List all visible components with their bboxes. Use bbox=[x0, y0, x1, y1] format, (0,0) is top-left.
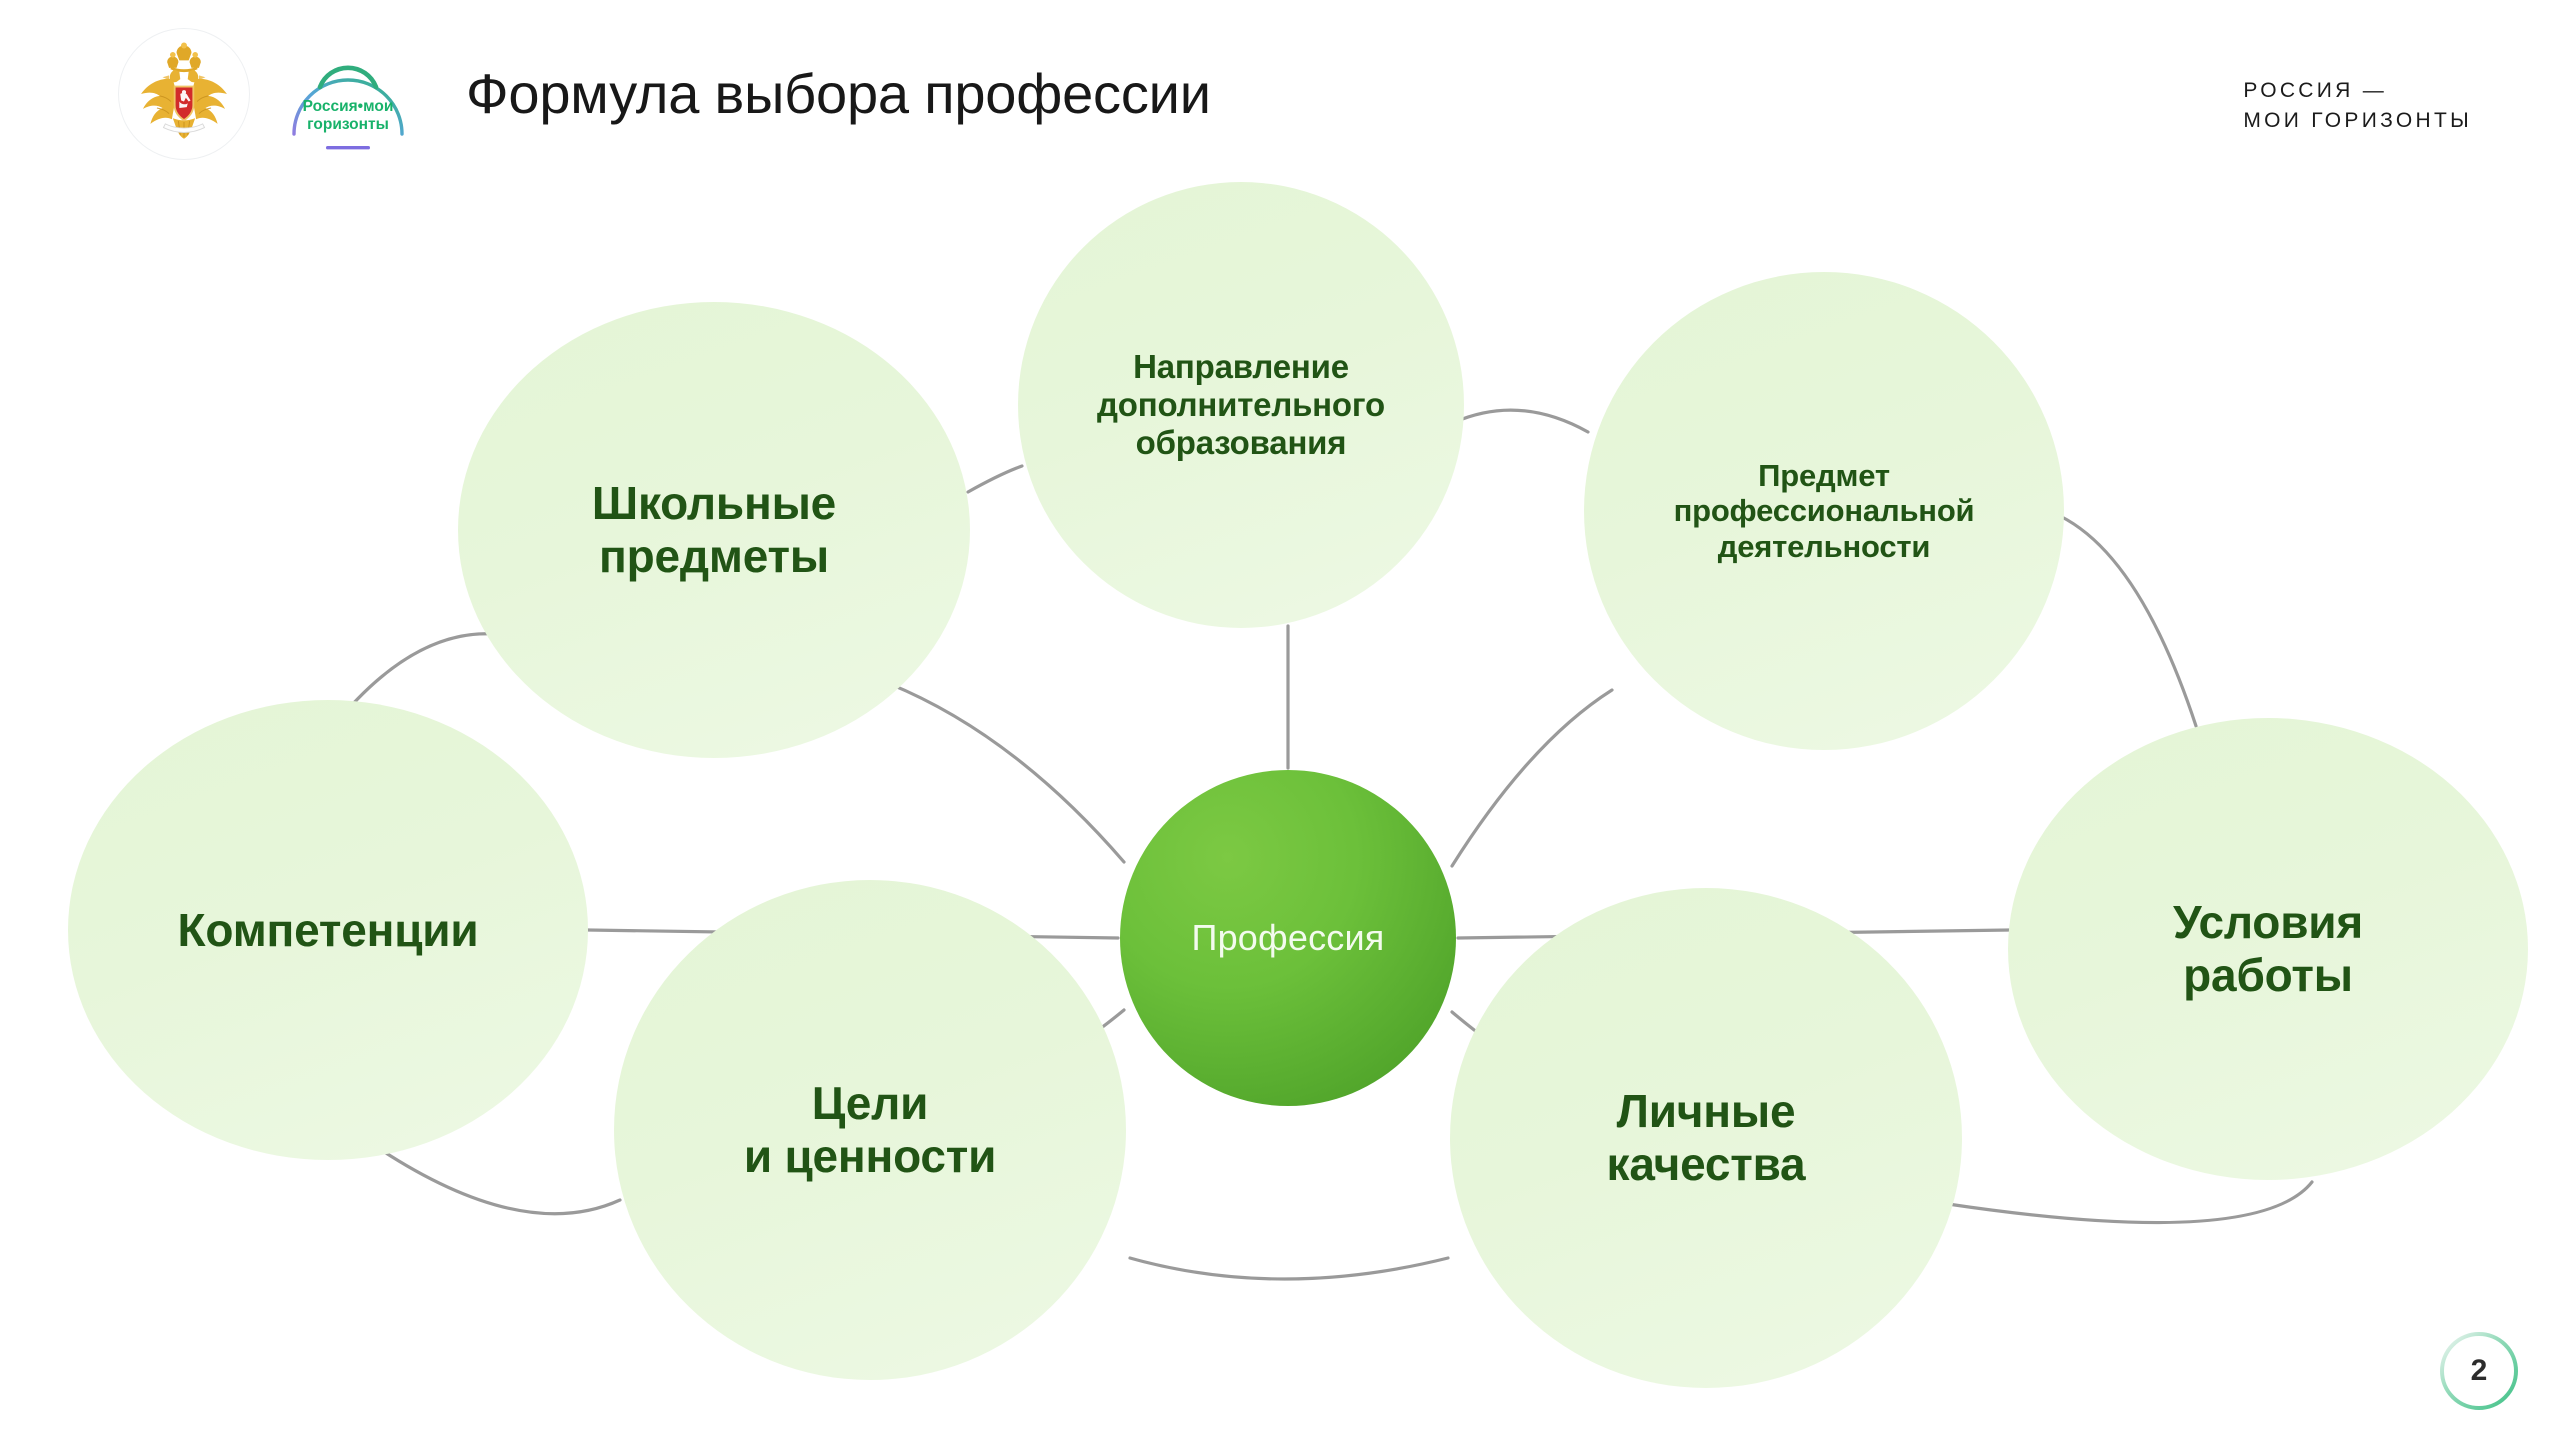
node-label: Компетенции bbox=[177, 903, 479, 956]
svg-text:горизонты: горизонты bbox=[307, 116, 389, 133]
brand-line-2: МОИ ГОРИЗОНТЫ bbox=[2243, 109, 2472, 133]
russian-coat-of-arms-icon bbox=[118, 28, 250, 160]
node-label: Направление дополнительного образования bbox=[1097, 348, 1385, 461]
node-label: Личные качества bbox=[1606, 1085, 1806, 1190]
node-work-conditions[interactable]: Условия работы bbox=[2008, 718, 2528, 1180]
node-label: Школьные предметы bbox=[591, 477, 837, 582]
russia-my-horizons-logo: Россия•мои горизонты bbox=[280, 30, 416, 158]
node-label: Условия работы bbox=[2172, 896, 2363, 1001]
page-number: 2 bbox=[2470, 1354, 2488, 1387]
page-badge-ring bbox=[2440, 1332, 2518, 1410]
node-label: Профессия bbox=[1191, 917, 1385, 959]
node-school-subjects[interactable]: Школьные предметы bbox=[458, 302, 970, 758]
slide-header: Россия•мои горизонты Формула выбора проф… bbox=[0, 0, 2560, 180]
node-professional-activity-subject[interactable]: Предмет профессиональной деятельности bbox=[1584, 272, 2064, 750]
brand-line-1: РОССИЯ — bbox=[2243, 79, 2388, 102]
node-label: Цели и ценности bbox=[743, 1077, 997, 1182]
node-extra-education-direction[interactable]: Направление дополнительного образования bbox=[1018, 182, 1464, 628]
node-personal-qualities[interactable]: Личные качества bbox=[1450, 888, 1962, 1388]
node-competencies[interactable]: Компетенции bbox=[68, 700, 588, 1160]
page-number-badge: 2 bbox=[2438, 1330, 2520, 1412]
node-profession-center[interactable]: Профессия bbox=[1120, 770, 1456, 1106]
node-label: Предмет профессиональной деятельности bbox=[1673, 457, 1975, 564]
node-goals-and-values[interactable]: Цели и ценности bbox=[614, 880, 1126, 1380]
brand-wordmark: РОССИЯ — МОИ ГОРИЗОНТЫ bbox=[2243, 76, 2472, 137]
svg-text:Россия•мои: Россия•мои bbox=[303, 98, 394, 115]
page-title: Формула выбора профессии bbox=[466, 62, 1211, 125]
